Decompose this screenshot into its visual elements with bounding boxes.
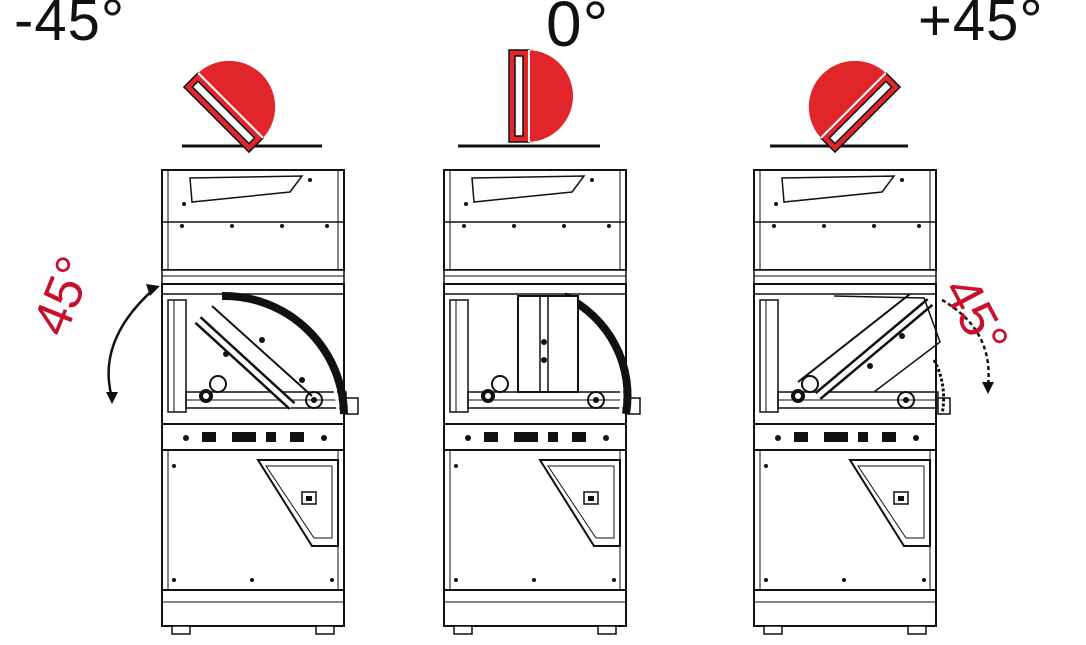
machine-left bbox=[106, 40, 359, 635]
heading-0: 0° bbox=[546, 0, 610, 60]
heading-minus-45: -45° bbox=[14, 0, 126, 53]
rotation-arrow-left bbox=[107, 287, 156, 399]
rotation-arrow-right bbox=[941, 298, 990, 387]
blade-icon-right bbox=[788, 40, 902, 154]
blade-icon-center bbox=[508, 49, 574, 143]
heading-plus-45: +45° bbox=[918, 0, 1044, 53]
machine-right bbox=[753, 40, 994, 635]
machine-center bbox=[443, 49, 641, 635]
blade-icon-left bbox=[182, 40, 296, 154]
